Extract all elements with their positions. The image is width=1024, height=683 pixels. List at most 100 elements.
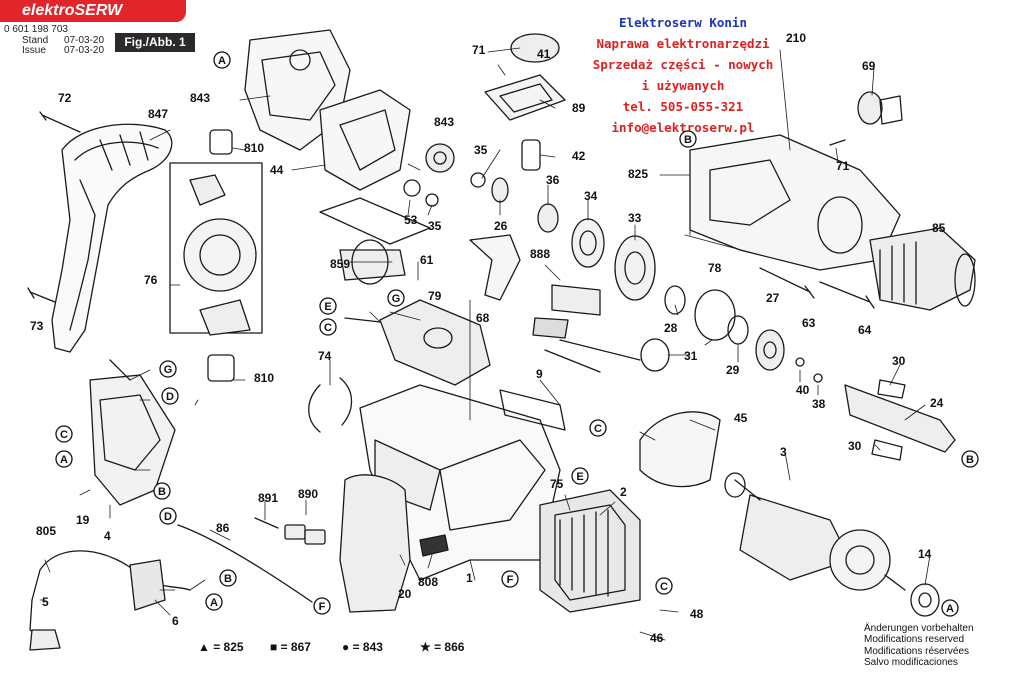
callout-letter-c: C bbox=[589, 419, 607, 437]
shop-advert: Elektroserw Konin Naprawa elektronarzędz… bbox=[563, 12, 803, 138]
svg-text:C: C bbox=[660, 581, 668, 593]
part-number-label: 69 bbox=[862, 59, 876, 73]
part-number-label: 2 bbox=[620, 485, 627, 499]
advert-line-1: Naprawa elektronarzędzi bbox=[596, 36, 770, 51]
part-number-label: 24 bbox=[930, 396, 944, 410]
callout-letter-b: B bbox=[219, 569, 237, 587]
callout-letter-f: F bbox=[313, 597, 331, 615]
svg-text:F: F bbox=[507, 574, 514, 586]
part-number-label: 73 bbox=[30, 319, 44, 333]
part-number-label: 44 bbox=[270, 163, 284, 177]
part-number-label: 79 bbox=[428, 289, 442, 303]
part-number-label: 26 bbox=[494, 219, 508, 233]
svg-text:A: A bbox=[218, 55, 226, 67]
stand-label: Stand bbox=[22, 35, 49, 46]
gear-housing-drawing bbox=[689, 134, 901, 271]
part-number-label: 30 bbox=[848, 439, 862, 453]
part-number-label: 35 bbox=[428, 219, 442, 233]
cable-86-drawing bbox=[177, 524, 313, 603]
carbon-brushes-drawing bbox=[254, 517, 326, 545]
advert-line-2: Sprzedaż części - nowych bbox=[592, 57, 774, 72]
part-number-label: 71 bbox=[836, 159, 850, 173]
callout-letter-b: B bbox=[153, 482, 171, 500]
part-number-label: 843 bbox=[190, 91, 210, 105]
part-number-label: 20 bbox=[398, 587, 412, 601]
part-number-label: 41 bbox=[537, 47, 551, 61]
callout-letter-g: G bbox=[159, 360, 177, 378]
part-number-label: 808 bbox=[418, 575, 438, 589]
motor-housing-drawing bbox=[244, 29, 411, 191]
svg-text:B: B bbox=[684, 134, 692, 146]
svg-text:A: A bbox=[60, 454, 68, 466]
part-number-label: 61 bbox=[420, 253, 434, 267]
baffle-drawing bbox=[639, 411, 721, 488]
part-number-label: 31 bbox=[684, 349, 698, 363]
part-number-label: 30 bbox=[892, 354, 906, 368]
part-number-label: 14 bbox=[918, 547, 932, 561]
screw-64-drawing bbox=[819, 281, 875, 309]
stand-value: 07-03-20 bbox=[64, 35, 105, 46]
spindle-drawing bbox=[844, 379, 956, 461]
callout-letter-d: D bbox=[159, 507, 177, 525]
callout-letter-g: G bbox=[387, 289, 405, 307]
part-number-label: 68 bbox=[476, 311, 490, 325]
part-number-label: 85 bbox=[932, 221, 946, 235]
part-number-label: 19 bbox=[76, 513, 90, 527]
svg-text:D: D bbox=[166, 391, 174, 403]
callout-letter-c: C bbox=[319, 318, 337, 336]
advert-phone[interactable]: tel. 505-055-321 bbox=[622, 99, 744, 114]
part-number-label: 34 bbox=[584, 189, 598, 203]
svg-text:A: A bbox=[210, 597, 218, 609]
screw-73-drawing bbox=[27, 287, 56, 303]
gear-parts-drawing bbox=[403, 143, 823, 383]
part-number-label: 40 bbox=[796, 383, 810, 397]
svg-text:E: E bbox=[324, 301, 331, 313]
legend-entry: ▲ = 825 bbox=[198, 640, 244, 654]
issue-value: 07-03-20 bbox=[64, 45, 105, 56]
svg-text:G: G bbox=[164, 364, 173, 376]
part-number-label: 45 bbox=[734, 411, 748, 425]
advert-title: Elektroserw Konin bbox=[619, 15, 747, 30]
notice-de: Änderungen vorbehalten bbox=[864, 623, 974, 634]
part-number-label: 28 bbox=[664, 321, 678, 335]
svg-text:C: C bbox=[324, 322, 332, 334]
depth-stop-clip-drawing bbox=[829, 91, 903, 146]
callout-letter-f: F bbox=[501, 570, 519, 588]
brush-holder-drawing bbox=[169, 129, 263, 382]
part-number-label: 46 bbox=[650, 631, 664, 645]
main-housing-drawing bbox=[339, 384, 566, 613]
part-number-label: 3 bbox=[780, 445, 787, 459]
advert-line-3: i używanych bbox=[641, 78, 725, 93]
part-number-label: 64 bbox=[858, 323, 872, 337]
part-number-label: 5 bbox=[42, 595, 49, 609]
callout-letter-b: B bbox=[679, 130, 697, 148]
part-number-label: 35 bbox=[474, 143, 488, 157]
armature-drawing bbox=[724, 472, 940, 617]
callout-letter-b: B bbox=[961, 450, 979, 468]
part-number-label: 825 bbox=[628, 167, 648, 181]
legend-entry: ■ = 867 bbox=[270, 640, 311, 654]
svg-text:G: G bbox=[392, 293, 401, 305]
doc-number: 0 601 198 703 bbox=[4, 24, 68, 35]
part-number-label: 4 bbox=[104, 529, 111, 543]
part-number-label: 89 bbox=[572, 101, 586, 115]
part-number-label: 891 bbox=[258, 491, 278, 505]
part-number-label: 847 bbox=[148, 107, 168, 121]
svg-text:B: B bbox=[224, 573, 232, 585]
leader-lines bbox=[39, 47, 931, 641]
legend-entry: ● = 843 bbox=[342, 640, 383, 654]
part-number-label: 53 bbox=[404, 213, 418, 227]
handle-housing-drawing bbox=[51, 123, 173, 353]
part-number-label: 29 bbox=[726, 363, 740, 377]
part-number-label: 859 bbox=[330, 257, 350, 271]
callout-letter-a: A bbox=[941, 599, 959, 617]
modifications-notice: Änderungen vorbehalten Modifications res… bbox=[864, 623, 974, 668]
part-number-label: 72 bbox=[58, 91, 72, 105]
svg-text:B: B bbox=[158, 486, 166, 498]
callout-letter-c: C bbox=[55, 425, 73, 443]
advert-email[interactable]: info@elektroserw.pl bbox=[611, 120, 755, 135]
svg-text:D: D bbox=[164, 511, 172, 523]
small-armature-drawing bbox=[319, 197, 431, 285]
part-number-label: 843 bbox=[434, 115, 454, 129]
callout-letter-c: C bbox=[655, 577, 673, 595]
